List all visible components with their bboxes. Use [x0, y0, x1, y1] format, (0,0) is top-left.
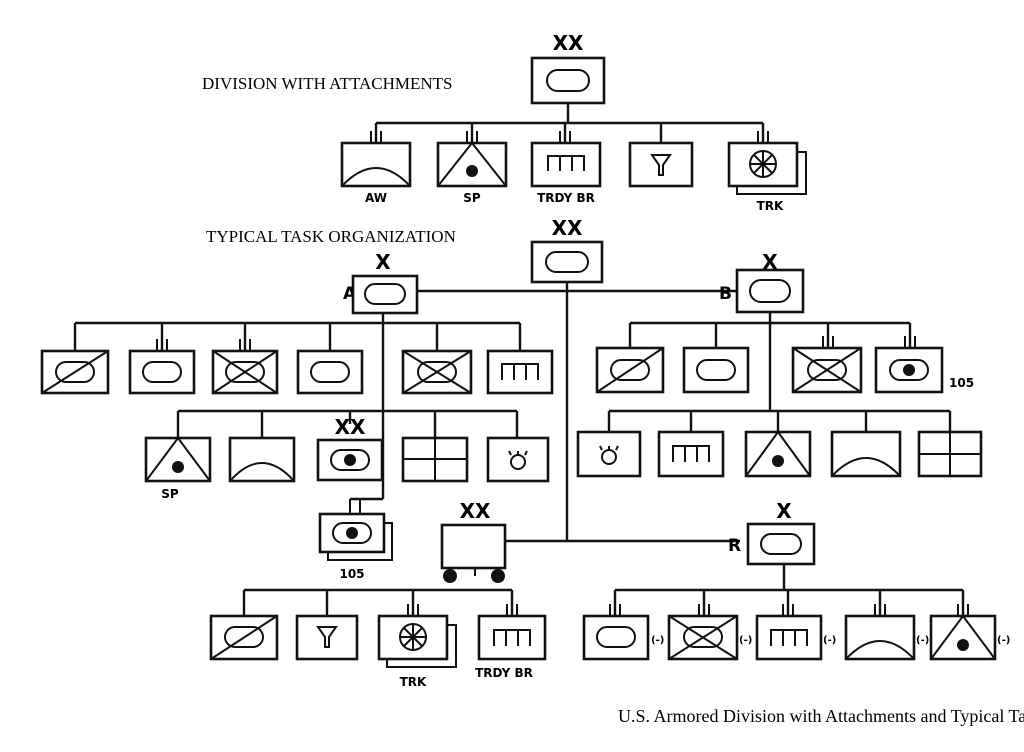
- chemical-company-symbol: [628, 141, 694, 188]
- cc-b-sp-artillery-symbol: [744, 430, 812, 478]
- division-trains-symbol: XX: [440, 499, 507, 583]
- cc-a-ordnance-company-symbol: [486, 436, 550, 483]
- cc-a-armored-infantry-battalion-symbol: [211, 339, 279, 395]
- division-hq-symbol: XX: [530, 31, 606, 105]
- trdy-br-label: TRDY BR: [537, 191, 595, 205]
- svg-text:X: X: [375, 250, 391, 274]
- cc-a-tank-company-symbol: [296, 349, 364, 395]
- cc-a-medical-company-symbol: [401, 436, 469, 483]
- cc-a-attached-artillery-division-symbol: XX: [316, 415, 384, 482]
- svg-text:XX: XX: [460, 499, 491, 523]
- cc-a-105-artillery-battalion-symbol: 105: [318, 497, 393, 581]
- task-division-hq-symbol: XX: [530, 216, 604, 284]
- svg-text:(-): (-): [997, 635, 1010, 646]
- trains-chemical-company-symbol: [295, 614, 359, 661]
- svg-text:XX: XX: [335, 415, 366, 439]
- cc-b-label: B: [719, 284, 732, 304]
- cc-b-tank-company-symbol: [682, 346, 750, 394]
- cc-a-tank-battalion-symbol: [128, 339, 196, 395]
- trains-trdy-br-label: TRDY BR: [475, 666, 533, 680]
- trk-label: TRK: [757, 199, 784, 213]
- combat-command-a-symbol: X A: [343, 250, 419, 315]
- cc-a-armored-infantry-company-symbol: [401, 349, 473, 395]
- reserve-aw-battalion-reduced-symbol: (-): [844, 604, 929, 661]
- cc-r-label: R: [728, 536, 741, 556]
- sp-artillery-battalion-symbol: SP: [436, 131, 508, 205]
- svg-text:(-): (-): [651, 635, 664, 646]
- cc-b-aw-battery-symbol: [830, 430, 902, 478]
- cc-a-aw-battery-symbol: [228, 436, 296, 483]
- cc-a-cavalry-recon-symbol: [40, 349, 110, 395]
- cc-b-ordnance-company-symbol: [576, 430, 642, 478]
- cc-b-105-artillery-battalion-symbol: 105: [874, 336, 974, 394]
- cc-a-105-label: 105: [339, 567, 364, 581]
- cc-b-cavalry-recon-symbol: [595, 346, 665, 394]
- trains-trk-label: TRK: [400, 675, 427, 689]
- svg-text:(-): (-): [916, 635, 929, 646]
- svg-text:X: X: [776, 499, 792, 523]
- svg-text:XX: XX: [553, 31, 584, 55]
- trains-cavalry-recon-symbol: [209, 614, 279, 661]
- diagram-caption: U.S. Armored Division with Attachments a…: [618, 706, 1024, 726]
- cc-a-sp-label: SP: [161, 487, 179, 501]
- cc-b-engineer-company-symbol: [657, 430, 725, 478]
- combat-command-b-symbol: X B: [719, 250, 805, 314]
- division-with-attachments-title: DIVISION WITH ATTACHMENTS: [202, 74, 452, 93]
- reserve-armored-infantry-battalion-reduced-symbol: (-): [667, 604, 752, 661]
- reserve-engineer-battalion-reduced-symbol: (-): [755, 604, 836, 661]
- aw-battalion-symbol: AW: [340, 131, 412, 205]
- svg-text:XX: XX: [552, 216, 583, 240]
- svg-text:X: X: [762, 250, 778, 274]
- reserve-tank-battalion-reduced-symbol: (-): [582, 604, 664, 661]
- reserve-command-r-symbol: X R: [728, 499, 816, 566]
- sp-label: SP: [463, 191, 481, 205]
- typical-task-organization-title: TYPICAL TASK ORGANIZATION: [206, 227, 456, 246]
- cc-b-medical-company-symbol: [917, 430, 983, 478]
- svg-text:(-): (-): [823, 635, 836, 646]
- reserve-artillery-battalion-reduced-symbol: (-): [929, 604, 1010, 661]
- trains-truck-battalion-symbol: TRK: [377, 604, 457, 689]
- svg-text:(-): (-): [739, 635, 752, 646]
- cc-a-engineer-company-symbol: [486, 349, 554, 395]
- aw-label: AW: [365, 191, 387, 205]
- treadway-bridge-battalion-symbol: TRDY BR: [530, 131, 602, 205]
- trains-treadway-bridge-symbol: TRDY BR: [475, 604, 547, 680]
- truck-battalion-symbol: TRK: [727, 131, 807, 213]
- cc-b-105-label: 105: [949, 376, 974, 390]
- cc-a-sp-artillery-symbol: SP: [144, 436, 212, 501]
- cc-b-armored-infantry-battalion-symbol: [791, 336, 863, 394]
